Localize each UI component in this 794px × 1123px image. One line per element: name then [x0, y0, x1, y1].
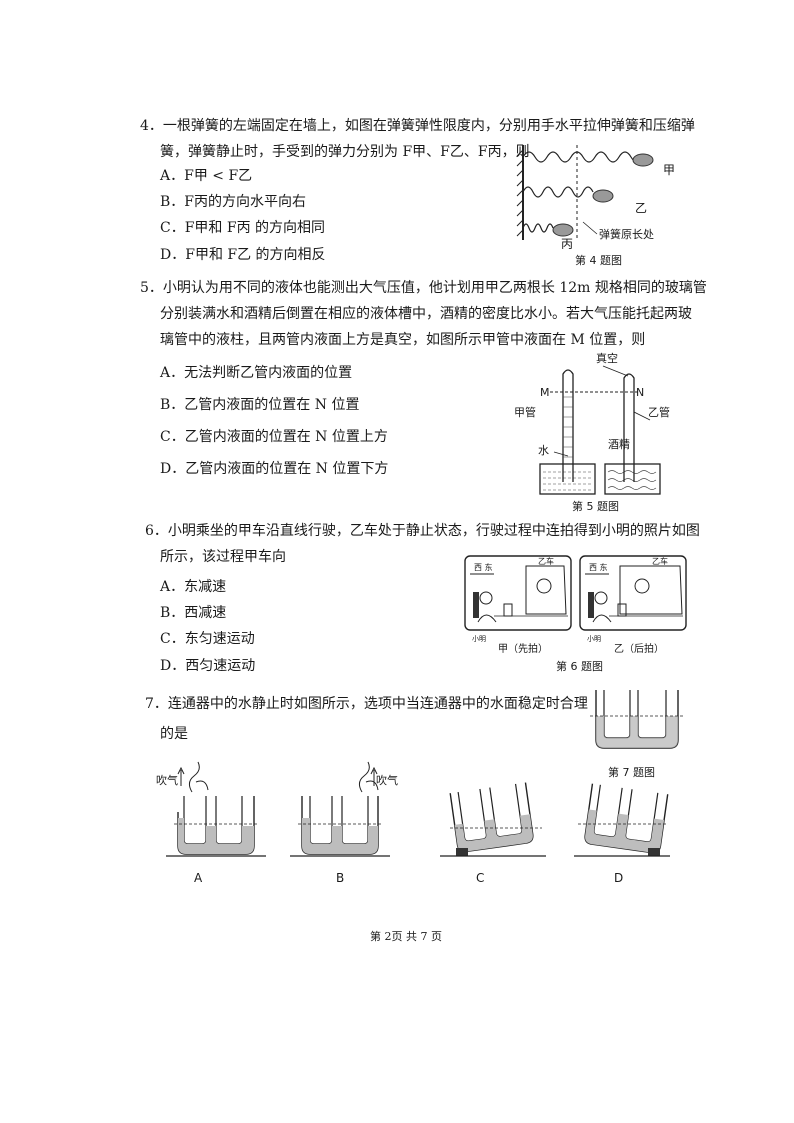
q6-line2: 所示，该过程甲车向 [160, 549, 286, 565]
q6-option-c: C．东匀速运动 [160, 631, 255, 647]
q5-label-tube-jia: 甲管 [514, 405, 536, 419]
q5-option-d: D．乙管内液面的位置在 N 位置下方 [160, 461, 389, 477]
q5-option-a: A．无法判断乙管内液面的位置 [160, 365, 353, 381]
q7-blow-label-a: 吹气 [156, 773, 178, 787]
q6-car-yi-2: 乙车 [652, 556, 668, 566]
q6-sub-caption-1: 甲（先拍） [498, 642, 548, 655]
q4-option-a: A．F甲 < F乙 [160, 168, 253, 184]
q4-option-b: B．F丙的方向水平向右 [160, 194, 307, 210]
q5-line2: 分别装满水和酒精后倒置在相应的液体槽中，酒精的密度比水小。若大气压能托起两玻 [160, 306, 692, 322]
q7-blow-label-b: 吹气 [376, 773, 398, 787]
q6-car-yi-1: 乙车 [538, 556, 554, 566]
q6-caption: 第 6 题图 [556, 659, 603, 673]
q5-option-c: C．乙管内液面的位置在 N 位置上方 [160, 429, 388, 445]
q5-line3: 璃管中的液柱，且两管内液面上方是真空，如图所示甲管中液面在 M 位置，则 [160, 332, 646, 348]
q7-label-d: D [614, 871, 623, 885]
q5-caption: 第 5 题图 [572, 499, 619, 513]
q6-line1: 6．小明乘坐的甲车沿直线行驶，乙车处于静止状态，行驶过程中连拍得到小明的照片如图 [145, 523, 700, 539]
q5-line1: 5．小明认为用不同的液体也能测出大气压值，他计划用甲乙两根长 12m 规格相同的… [140, 280, 707, 296]
q4-label-bing: 丙 [561, 237, 573, 251]
q7-line2: 的是 [160, 726, 188, 742]
q5-label-tube-yi: 乙管 [648, 405, 670, 419]
q7-reference-figure: 第 7 题图 [590, 690, 684, 779]
q5-label-m: M [540, 386, 550, 399]
q7-option-a-diagram: 吹气 A [156, 761, 266, 885]
q7-label-b: B [336, 871, 344, 885]
q4-label-origin: 弹簧原长处 [599, 227, 654, 241]
q7-label-c: C [476, 871, 484, 885]
q4-label-yi: 乙 [635, 201, 647, 215]
q4-option-d: D．F甲和 F乙 的方向相反 [160, 247, 326, 263]
q6-west-east-2: 西 东 [589, 562, 608, 572]
q4-label-jia: 甲 [663, 163, 675, 177]
q5-label-n: N [636, 386, 644, 399]
q7-option-c-diagram: C [440, 782, 546, 885]
page-footer: 第 2页 共 7 页 [370, 930, 442, 943]
q6-xiaoming-1: 小明 [472, 634, 486, 643]
q7-options-figure: 吹气 A 吹气 B C D [156, 761, 670, 885]
q7-line1: 7．连通器中的水静止时如图所示，选项中当连通器中的水面稳定时合理 [145, 696, 588, 712]
q6-option-d: D．西匀速运动 [160, 658, 256, 674]
q6-west-east-1: 西 东 [474, 562, 493, 572]
q5-label-water: 水 [538, 444, 549, 457]
q6-sub-caption-2: 乙（后拍） [614, 642, 664, 655]
q7-caption: 第 7 题图 [608, 765, 655, 779]
q4-option-c: C．F甲和 F丙 的方向相同 [160, 220, 326, 236]
q5-label-alcohol: 酒精 [608, 438, 630, 451]
q6-option-b: B．西减速 [160, 605, 227, 621]
q7-option-b-diagram: 吹气 B [290, 761, 398, 885]
q5-option-b: B．乙管内液面的位置在 N 位置 [160, 397, 360, 413]
q6-xiaoming-2: 小明 [587, 634, 601, 643]
q7-label-a: A [194, 871, 203, 885]
q5-label-vacuum: 真空 [596, 351, 618, 365]
q4-line2: 簧，弹簧静止时，手受到的弹力分别为 F甲、F乙、F丙，则 [160, 144, 530, 160]
q4-spring-figure: 甲 乙 丙 弹簧原长处 第 4 题图 [516, 145, 675, 267]
q4-line1: 4．一根弹簧的左端固定在墙上，如图在弹簧弹性限度内，分别用手水平拉伸弹簧和压缩弹 [140, 118, 695, 134]
q5-tube-figure: 真空 M N 甲管 乙管 水 酒精 第 5 题图 [514, 351, 670, 513]
q7-option-d-diagram: D [574, 783, 670, 885]
q6-photo-figure: 西 东 乙车 小明 甲（先拍） 西 东 乙车 小明 乙（后拍） 第 6 题图 [464, 555, 687, 673]
q6-option-a: A．东减速 [160, 579, 227, 595]
q4-caption: 第 4 题图 [575, 253, 622, 267]
